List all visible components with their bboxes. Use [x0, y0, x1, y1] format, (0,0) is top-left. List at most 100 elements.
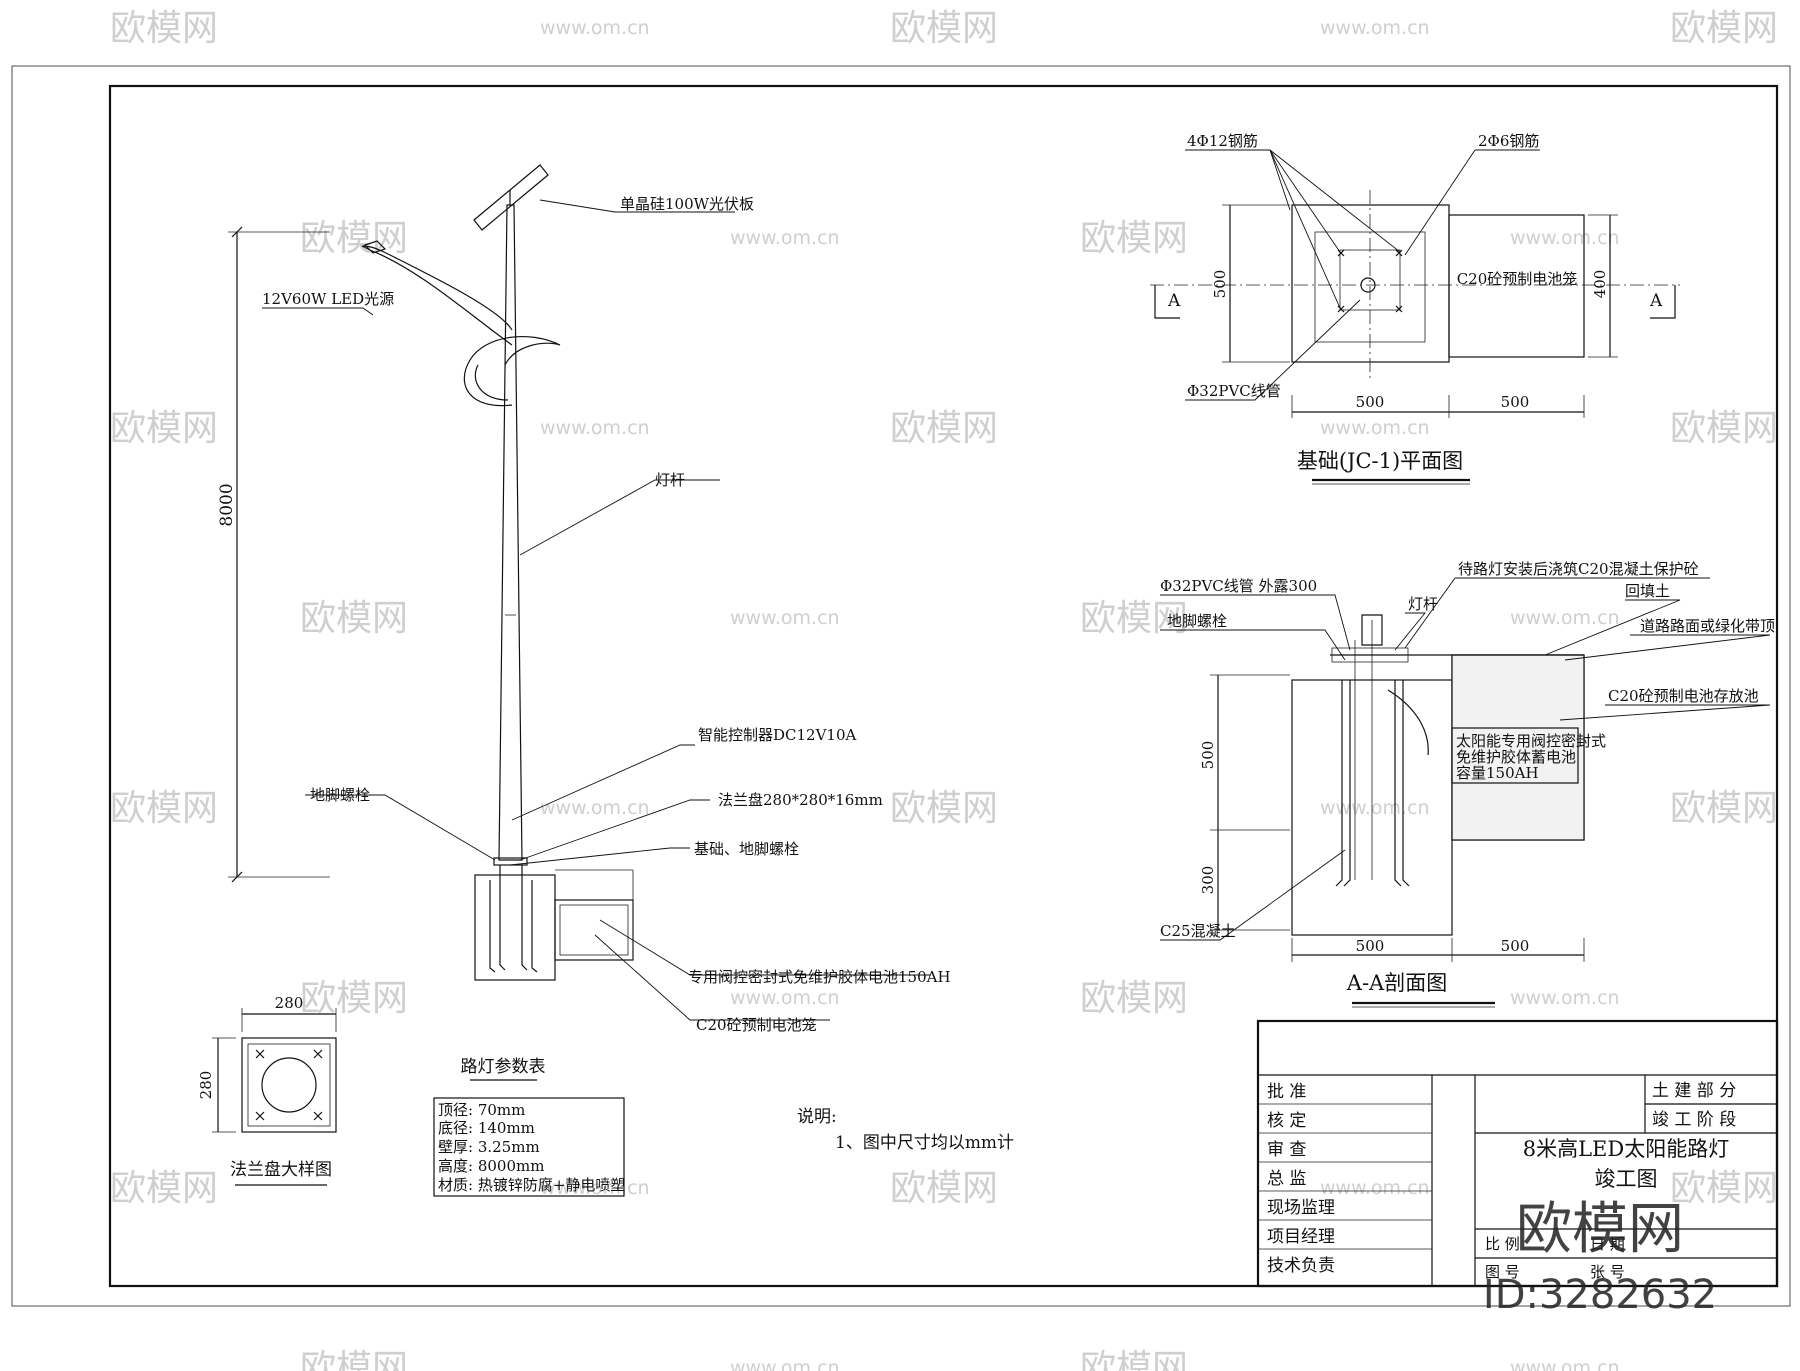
watermark-url: www.om.cn [1320, 17, 1430, 39]
plan-section-mark-left: A [1167, 291, 1181, 311]
flange-center-hole [261, 1057, 317, 1113]
watermark-brand: 欧模网 [1080, 1348, 1188, 1371]
role-0: 批 准 [1267, 1082, 1306, 1102]
sheet-outer-border [11, 65, 1791, 1307]
watermark-brand: 欧模网 [890, 1168, 998, 1209]
watermark-brand: 欧模网 [1670, 788, 1778, 829]
flange-square [241, 1037, 337, 1133]
watermark-brand: 欧模网 [1670, 408, 1778, 449]
watermark-brand: 欧模网 [1670, 8, 1778, 49]
plan-rebar-main-label: 4Φ12钢筋 [1187, 132, 1258, 150]
title-block-frame [1256, 1019, 1779, 1288]
drawing-no-label: 图 号 [1485, 1263, 1520, 1281]
role-5: 项目经理 [1267, 1227, 1335, 1247]
label-led-lamp: 12V60W LED光源 [262, 290, 394, 308]
pole-body [498, 204, 523, 861]
pole-elevation: 8000 单晶硅100W光伏板 12V60W LED光源 灯杆 智能控制器DC1… [217, 164, 951, 1034]
plan-pvc-label: Φ32PVC线管 [1187, 382, 1281, 400]
section-pvc-label: Φ32PVC线管 外露300 [1160, 577, 1317, 595]
watermark-url: www.om.cn [730, 227, 840, 249]
param-row-1: 底径: 140mm [438, 1119, 535, 1137]
drawing-title-1: 8米高LED太阳能路灯 [1523, 1137, 1729, 1161]
decor-arc-1 [463, 335, 561, 407]
role-1: 核 定 [1267, 1111, 1306, 1131]
watermark-layer: 欧模网 www.om.cn 欧模网 www.om.cn 欧模网 www.om.cn 欧模网 w… [110, 8, 1778, 1371]
section-title: A-A剖面图 [1346, 971, 1447, 995]
sheet-label: 张 号 [1590, 1263, 1625, 1281]
param-row-3: 高度: 8000mm [438, 1157, 544, 1175]
watermark-url: www.om.cn [730, 607, 840, 629]
watermark-brand: 欧模网 [110, 788, 218, 829]
label-battery: 专用阀控密封式免维护胶体电池150AH [688, 968, 951, 986]
flange-height-dim: 280 [197, 1071, 215, 1100]
section-road-label: 道路路面或绿化带顶 [1640, 617, 1775, 635]
watermark-brand: 欧模网 [110, 1168, 218, 1209]
param-row-4: 材质: 热镀锌防腐+静电喷塑 [438, 1176, 625, 1194]
watermark-url: www.om.cn [730, 987, 840, 1009]
section-dim-h1: 500 [1199, 741, 1217, 770]
param-table: 路灯参数表 顶径: 70mm 底径: 140mm 壁厚: 3.25mm 高度: … [433, 1057, 625, 1197]
scale-label: 比 例 [1485, 1235, 1520, 1253]
watermark-url: www.om.cn [1510, 987, 1620, 1009]
watermark-url: www.om.cn [1510, 227, 1620, 249]
section-aa: 太阳能专用阀控密封式 免维护胶体蓄电池 容量150AH Φ32PVC线管 外露3… [1160, 560, 1775, 1008]
foundation-block [474, 874, 556, 981]
watermark-brand: 欧模网 [300, 598, 408, 639]
plan-battery-box [1448, 214, 1585, 358]
role-3: 总 监 [1267, 1169, 1306, 1189]
section-anchor-label: 地脚螺栓 [1167, 612, 1227, 630]
label-pole: 灯杆 [655, 471, 685, 489]
notes: 说明: 1、图中尺寸均以mm计 [797, 1107, 1014, 1153]
label-pv-panel: 单晶硅100W光伏板 [620, 195, 754, 213]
brand-watermark-large: 欧模网 [1516, 1197, 1684, 1262]
section-concrete-label: C25混凝土 [1160, 922, 1236, 940]
param-row-2: 壁厚: 3.25mm [438, 1138, 540, 1156]
drawing-title-2: 竣工图 [1595, 1167, 1658, 1191]
section-battery-note-1: 太阳能专用阀控密封式 [1456, 732, 1606, 750]
flange-detail-title: 法兰盘大样图 [230, 1160, 332, 1180]
param-table-title: 路灯参数表 [461, 1057, 546, 1077]
plan-dim-bottom-1: 500 [1356, 393, 1385, 411]
watermark-brand: 欧模网 [110, 8, 218, 49]
role-6: 技术负责 [1267, 1256, 1335, 1276]
foundation-plan: C20砼预制电池笼 4Φ12钢筋 2Φ6钢筋 Φ32PVC线管 500 400 … [1150, 132, 1680, 485]
plan-box-label: C20砼预制电池笼 [1457, 270, 1578, 288]
note-item-1: 1、图中尺寸均以mm计 [835, 1133, 1014, 1153]
section-dim-w1: 500 [1356, 937, 1385, 955]
watermark-brand: 欧模网 [110, 408, 218, 449]
title-right-1: 土 建 部 分 [1652, 1081, 1736, 1101]
watermark-brand: 欧模网 [300, 218, 408, 259]
watermark-brand: 欧模网 [890, 788, 998, 829]
watermark-url: www.om.cn [540, 417, 650, 439]
plan-rebar-tie-label: 2Φ6钢筋 [1478, 132, 1539, 150]
section-protect-label: 待路灯安装后浇筑C20混凝土保护砼 [1458, 560, 1699, 578]
watermark-url: www.om.cn [1510, 1357, 1620, 1371]
param-table-frame [433, 1097, 625, 1197]
plan-dim-bottom-2: 500 [1501, 393, 1530, 411]
section-dim-w2: 500 [1501, 937, 1530, 955]
watermark-url: www.om.cn [730, 1357, 840, 1371]
plan-dim-left: 500 [1211, 270, 1229, 299]
flange-detail: 280 280 法兰盘大样图 [197, 994, 337, 1186]
section-pole-stub [1361, 614, 1383, 646]
plan-title: 基础(JC-1)平面图 [1297, 449, 1463, 473]
lamp-arm [361, 245, 513, 346]
label-anchor-bolt: 地脚螺栓 [310, 786, 370, 804]
section-pole-label: 灯杆 [1408, 595, 1438, 613]
led-lamp-head [363, 240, 387, 254]
title-block: 批 准 核 定 审 查 总 监 现场监理 项目经理 技术负责 土 建 部 分 竣… [1256, 1019, 1779, 1288]
watermark-url: www.om.cn [540, 1177, 650, 1199]
notes-heading: 说明: [797, 1107, 837, 1127]
label-flange: 法兰盘280*280*16mm [718, 791, 883, 809]
section-battery-note-2: 免维护胶体蓄电池 [1456, 748, 1576, 766]
watermark-brand: 欧模网 [300, 978, 408, 1019]
watermark-url: www.om.cn [1320, 797, 1430, 819]
flange-width-dim: 280 [275, 994, 304, 1012]
watermark-brand: 欧模网 [1080, 978, 1188, 1019]
label-battery-box: C20砼预制电池笼 [696, 1016, 817, 1034]
title-right-2: 竣 工 阶 段 [1652, 1110, 1736, 1130]
watermark-brand: 欧模网 [1080, 218, 1188, 259]
drawing-frame [108, 84, 1779, 1288]
param-row-0: 顶径: 70mm [438, 1101, 525, 1119]
